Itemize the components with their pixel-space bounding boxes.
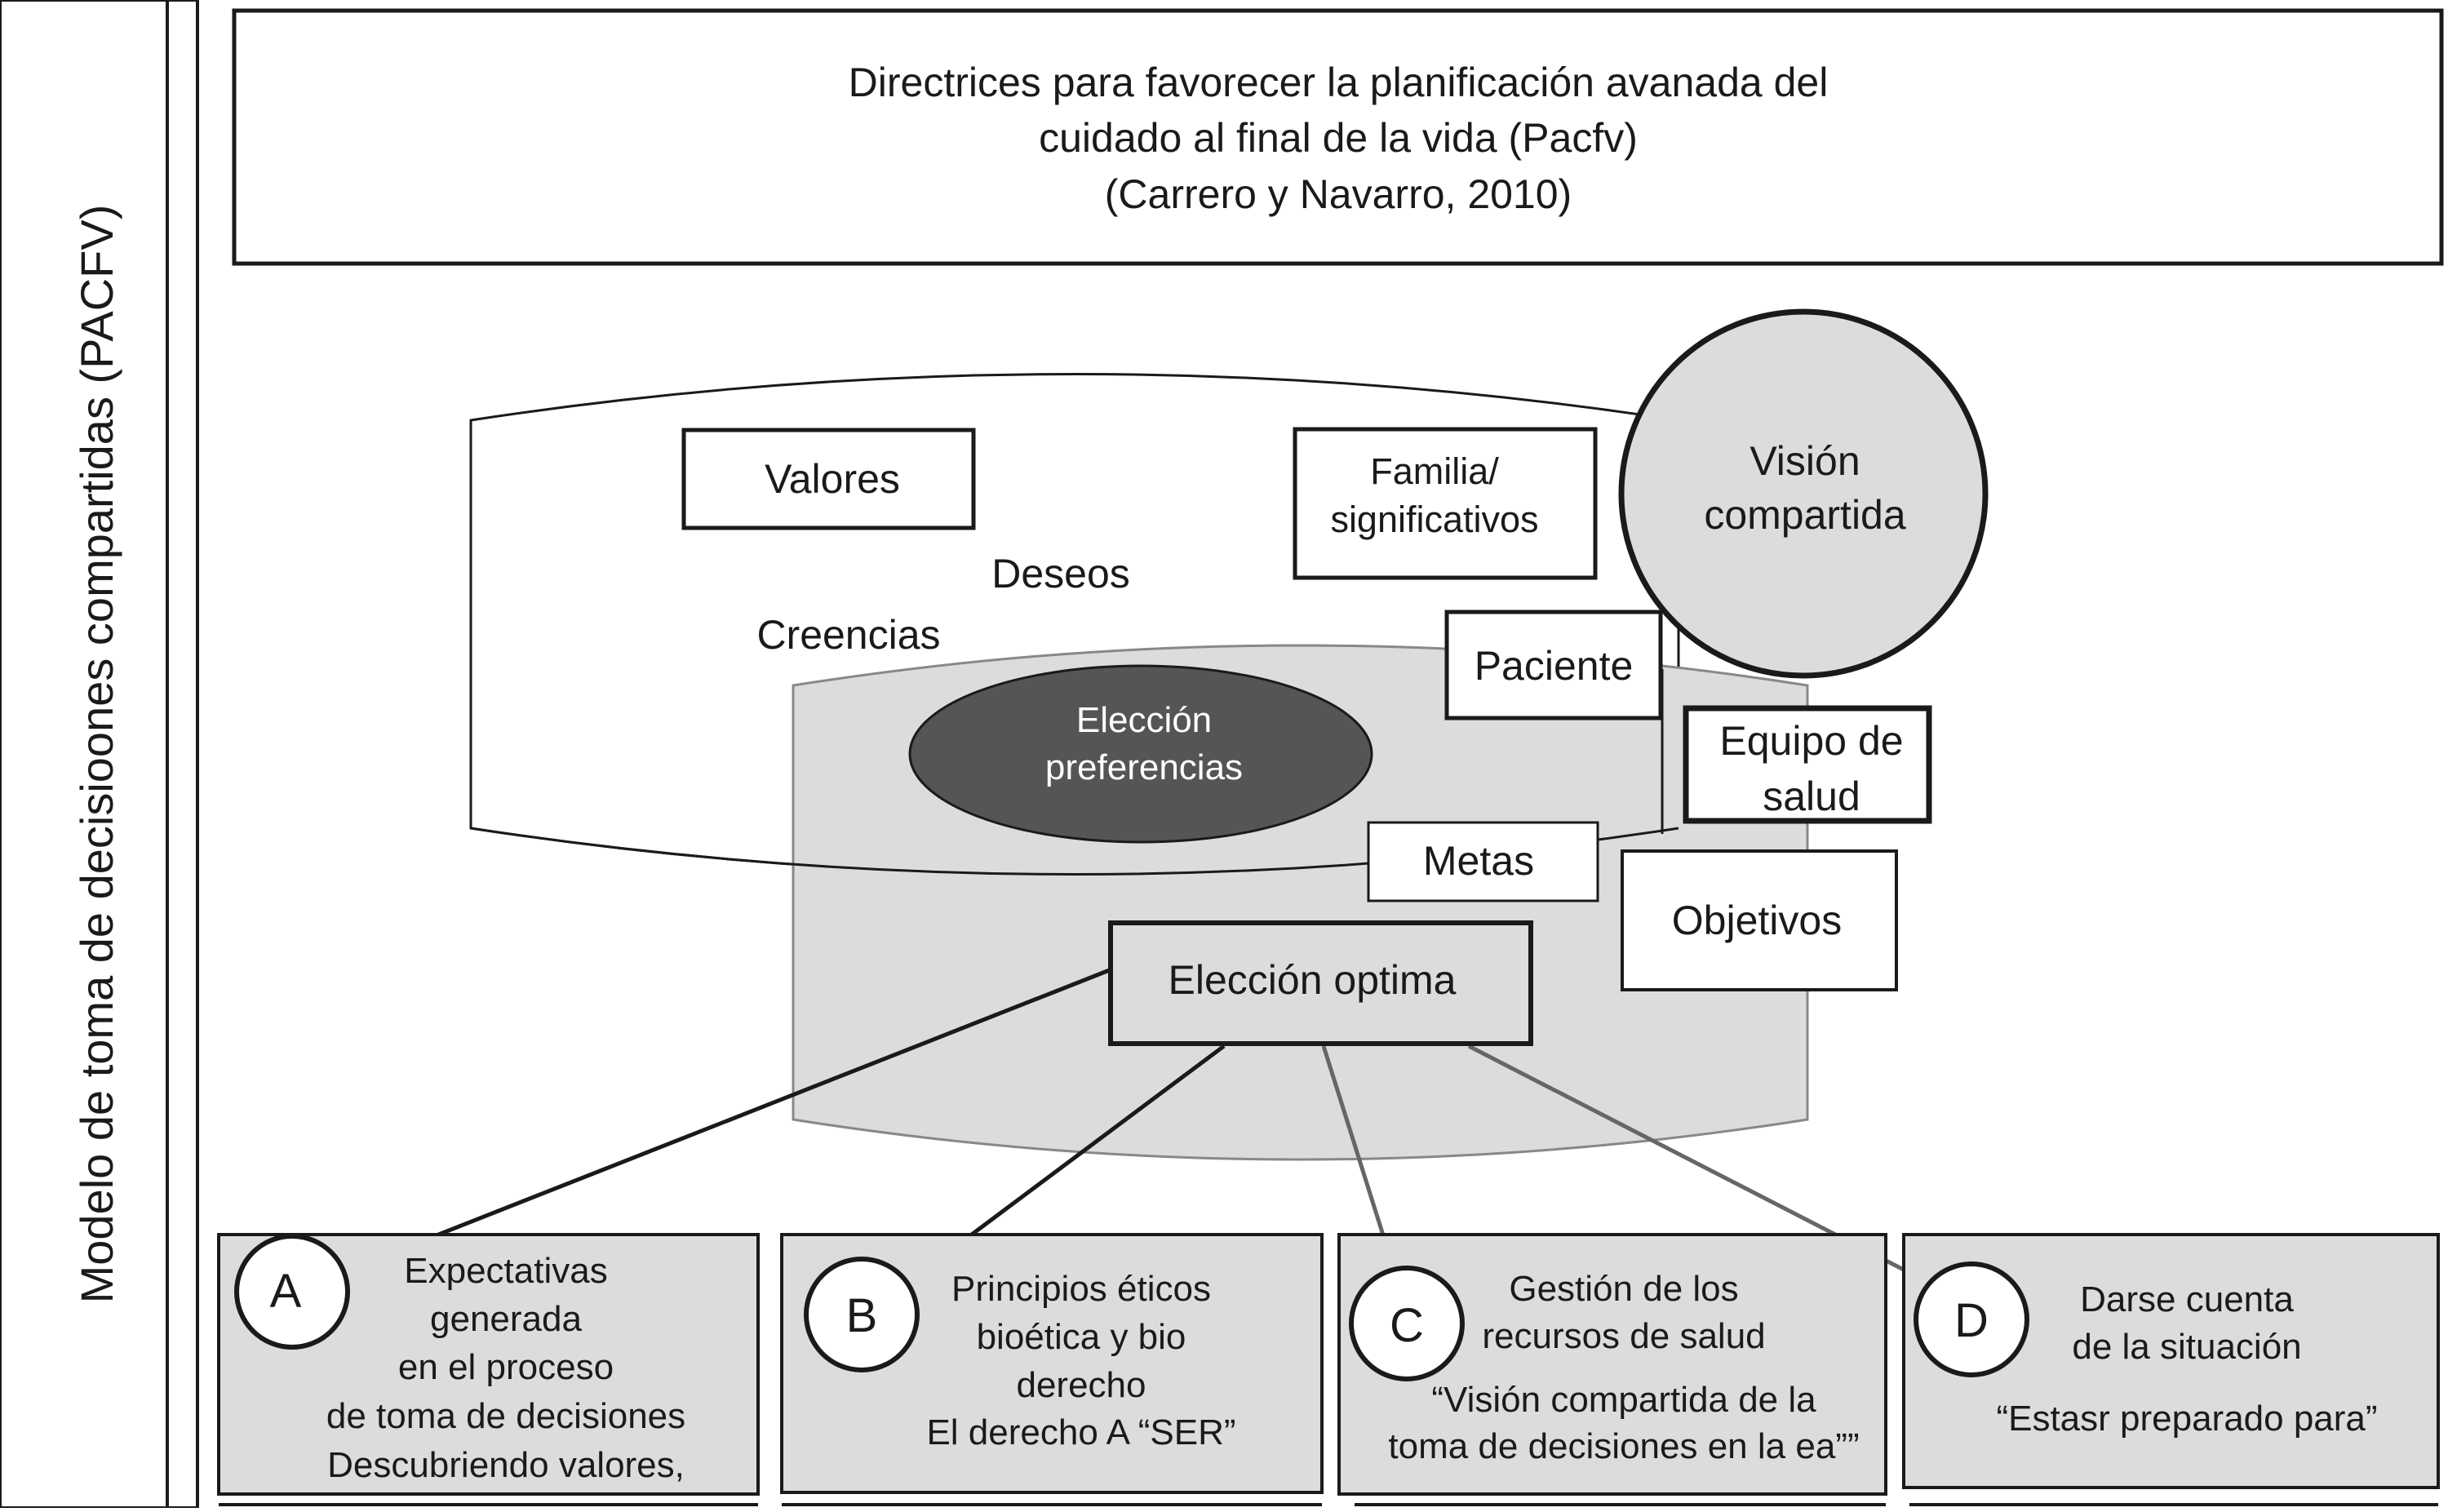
eleccion-optima-label: Elección optima [1169,957,1457,1003]
box-d-line-2: de la situación [2072,1327,2301,1367]
eleccion-preferencias-ellipse [908,664,1373,844]
box-b-line-2: bioética y bio [977,1317,1186,1357]
vision-compartida-circle [1618,308,1989,679]
box-a-line-2: generada [430,1299,582,1339]
eleccion-preferencias-line-1: Elección [1076,700,1212,740]
box-d-line-1: Darse cuenta [2080,1279,2294,1319]
badge-c-letter: C [1390,1299,1424,1352]
header-line-3: (Carrero y Navarro, 2010) [1105,171,1572,217]
paciente-label: Paciente [1475,643,1634,689]
vision-compartida-line-2: compartida [1704,492,1906,538]
creencias-label: Creencias [756,612,940,658]
header-box [232,8,2444,266]
familia-line-2: significativos [1330,499,1538,540]
box-a-line-3: en el proceso [398,1347,614,1387]
badge-b-letter: B [846,1289,878,1342]
metas-box [1367,821,1599,902]
equipo-salud-line-2: salud [1763,774,1860,819]
deseos-label: Deseos [991,551,1130,596]
valores-label: Valores [765,456,900,502]
box-a-line-5: Descubriendo valores, [327,1445,685,1485]
paciente-box [1444,610,1663,721]
connector-a [340,967,1112,1275]
box-c-line-4: toma de decisiones en la ea”” [1388,1426,1859,1466]
badge-a-letter: A [270,1265,302,1318]
metas-label: Metas [1423,838,1534,884]
badge-a [234,1234,350,1350]
badge-c [1349,1266,1465,1381]
objetivos-label: Objetivos [1672,898,1842,943]
box-b-line-1: Principios éticos [951,1269,1211,1309]
familia-line-1: Familia/ [1370,450,1499,492]
connector-c [1321,1045,1396,1270]
badge-b [804,1257,920,1372]
valores-box [681,428,976,530]
box-a-line-4: de toma de decisiones [326,1396,685,1436]
sidebar-frame [0,0,199,1510]
badge-d [1914,1261,2029,1377]
box-c-line-1: Gestión de los [1509,1269,1738,1309]
box-b-line-4: El derecho A “SER” [926,1412,1235,1452]
box-a-line-1: Expectativas [404,1251,607,1291]
box-b-line-3: derecho [1016,1365,1146,1405]
eleccion-preferencias-line-2: preferencias [1045,747,1243,787]
box-d-line-3: “Estasr preparado para” [1996,1399,2377,1439]
equipo-salud-box [1683,705,1932,824]
badge-d-letter: D [1954,1294,1989,1347]
box-c-line-3: “Visión compartida de la [1431,1380,1816,1420]
eleccion-optima-box [1108,920,1533,1046]
equipo-salud-line-1: Equipo de [1719,718,1903,764]
objetivos-box [1621,849,1898,991]
box-c-line-2: recursos de salud [1482,1316,1765,1356]
familia-box [1293,427,1598,580]
vision-compartida-line-1: Visión [1750,438,1860,484]
header-line-1: Directrices para favorecer la planificac… [849,60,1829,105]
header-line-2: cuidado al final de la vida (Pacfv) [1039,115,1638,161]
sidebar-label: Modelo de toma de decisioones compartida… [71,205,122,1304]
